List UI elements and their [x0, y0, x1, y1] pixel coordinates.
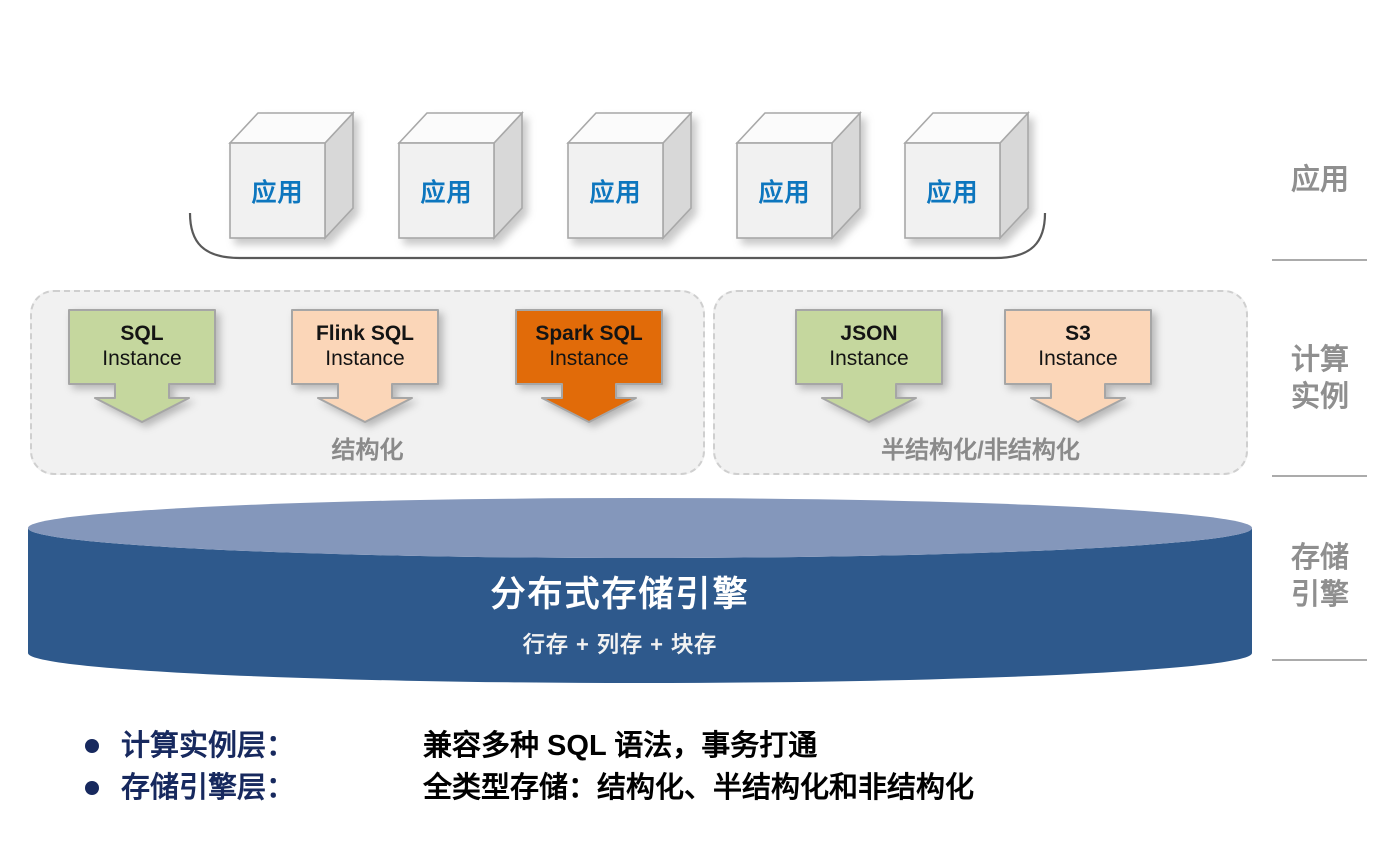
side-divider [1272, 659, 1367, 661]
sql-instance-label: SQL Instance [69, 314, 215, 380]
side-label-storage-line2: 引擎 [1290, 579, 1349, 611]
storage-engine-title: 分布式存储引擎 [490, 575, 750, 614]
legend-item-compute: 计算实例层： 兼容多种 SQL 语法，事务打通 [85, 727, 974, 765]
semistructured-caption: 半结构化/非结构化 [881, 437, 1080, 464]
side-label-storage-line1: 存储 [1290, 542, 1349, 574]
side-label-storage: 存储 引擎 [1272, 540, 1368, 614]
instance-name: JSON [840, 322, 898, 346]
legend-item-storage: 存储引擎层： 全类型存储：结构化、半结构化和非结构化 [85, 769, 974, 807]
instance-name: S3 [1065, 322, 1091, 346]
side-label-application: 应用 [1290, 164, 1349, 196]
bullet-icon [85, 781, 99, 795]
instance-name: SQL [120, 322, 164, 346]
side-divider [1272, 475, 1367, 477]
json-instance-label: JSON Instance [796, 314, 942, 380]
app-cube-label: 应用 [758, 178, 811, 207]
instance-type: Instance [1038, 347, 1118, 370]
legend-label: 计算实例层： [121, 730, 296, 762]
bullet-icon [85, 739, 99, 753]
instance-type: Instance [325, 347, 405, 370]
app-cube-label: 应用 [589, 178, 642, 207]
side-label-compute-line2: 实例 [1290, 381, 1349, 413]
legend-label: 存储引擎层： [121, 772, 296, 804]
side-label-compute-line1: 计算 [1290, 344, 1349, 376]
instance-type: Instance [549, 347, 629, 370]
flink-sql-instance-label: Flink SQL Instance [292, 314, 438, 380]
app-cube-label: 应用 [420, 178, 473, 207]
storage-engine-subtitle: 行存 + 列存 + 块存 [522, 632, 718, 657]
legend: 计算实例层： 兼容多种 SQL 语法，事务打通 存储引擎层： 全类型存储：结构化… [85, 727, 974, 811]
instance-name: Flink SQL [315, 322, 414, 346]
spark-sql-instance-label: Spark SQL Instance [516, 314, 662, 380]
instance-name: Spark SQL [535, 322, 643, 346]
legend-desc: 兼容多种 SQL 语法，事务打通 [423, 730, 818, 762]
app-cube-label: 应用 [251, 178, 304, 207]
instance-type: Instance [829, 347, 909, 370]
side-label-compute: 计算 实例 [1272, 342, 1368, 416]
storage-cylinder-top [28, 498, 1252, 558]
structured-caption: 结构化 [331, 437, 404, 464]
s3-instance-label: S3 Instance [1005, 314, 1151, 380]
side-divider [1272, 259, 1367, 261]
app-cube-label: 应用 [926, 178, 979, 207]
legend-desc: 全类型存储：结构化、半结构化和非结构化 [423, 772, 975, 804]
instance-type: Instance [102, 347, 182, 370]
